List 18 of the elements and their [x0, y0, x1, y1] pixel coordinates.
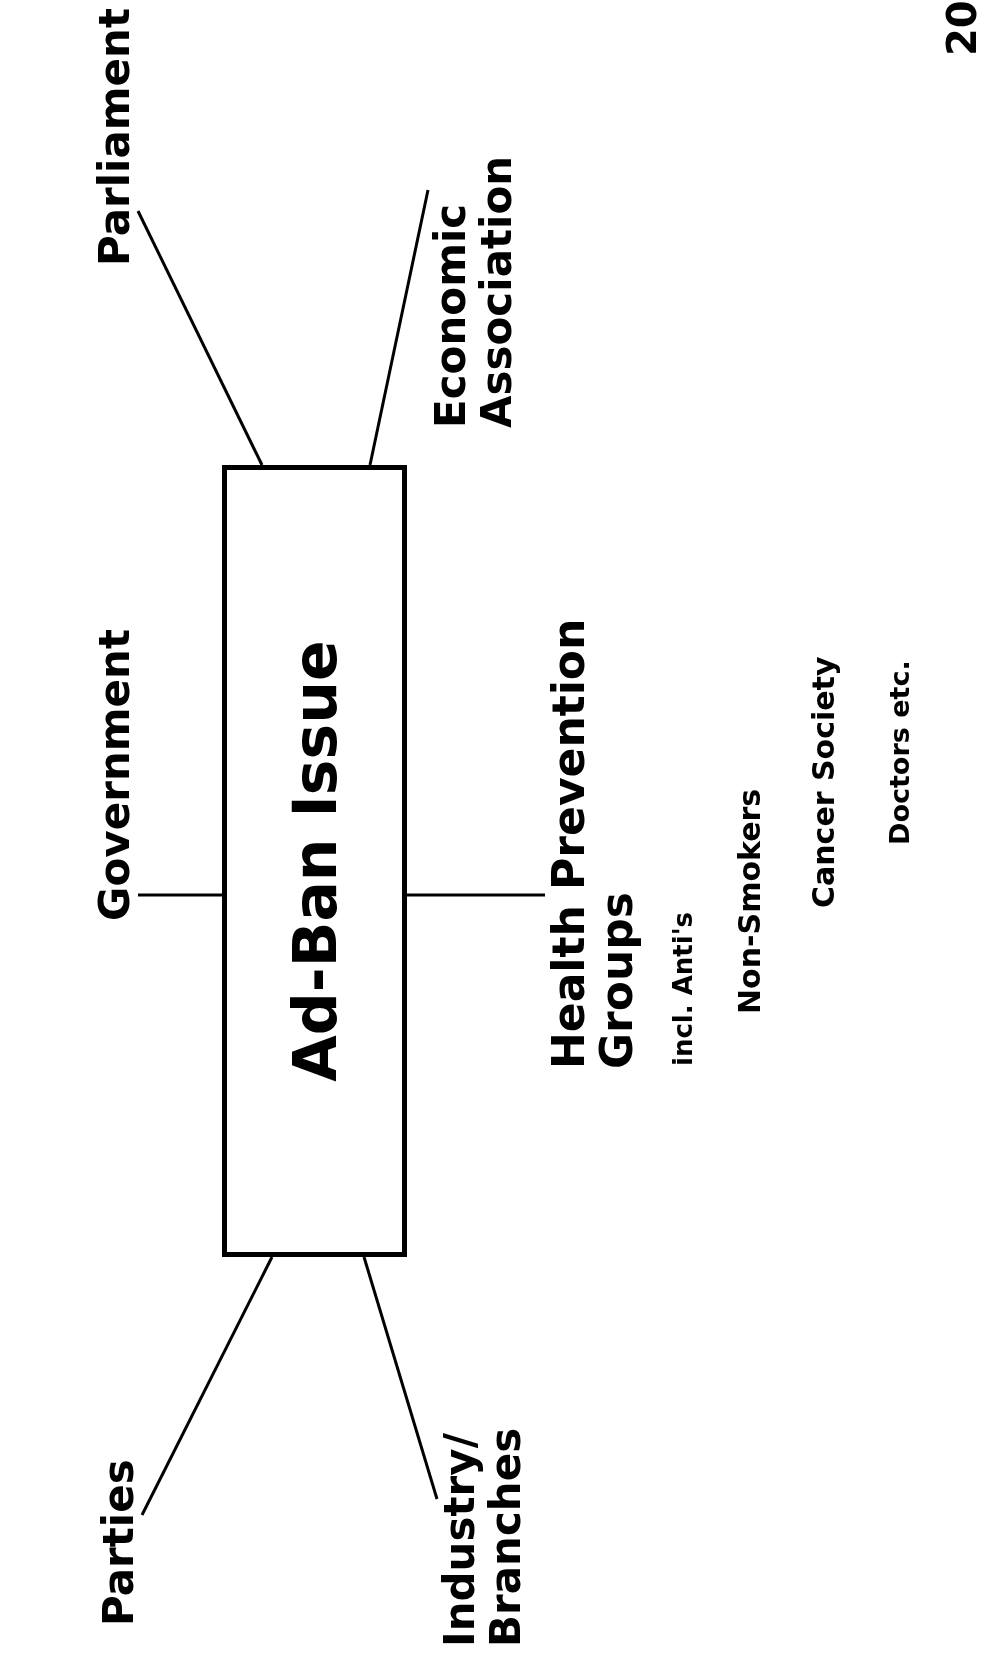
stakeholder-label: Parties: [96, 1459, 143, 1626]
connector-line: [407, 893, 545, 897]
member-label: Cancer Society: [807, 656, 840, 908]
member-label: Non-Smokers: [733, 788, 766, 1014]
group-heading: Health Prevention Groups: [545, 617, 642, 1069]
connector-line: [368, 189, 430, 466]
stakeholder-label: Industry/ Branches: [437, 1427, 530, 1647]
issue-box: Ad-Ban Issue: [222, 465, 407, 1257]
stakeholder-label: Government: [92, 628, 139, 921]
connector-line: [136, 210, 264, 466]
stakeholder-label: Parliament: [92, 7, 139, 266]
connector-line: [140, 1256, 274, 1516]
connector-line: [138, 893, 222, 897]
connector-line: [362, 1256, 439, 1500]
member-label: incl. Anti's: [669, 911, 698, 1066]
stakeholder-label: Economic Association: [428, 155, 521, 428]
page-number: 20: [940, 0, 984, 56]
member-label: Doctors etc.: [885, 660, 915, 845]
